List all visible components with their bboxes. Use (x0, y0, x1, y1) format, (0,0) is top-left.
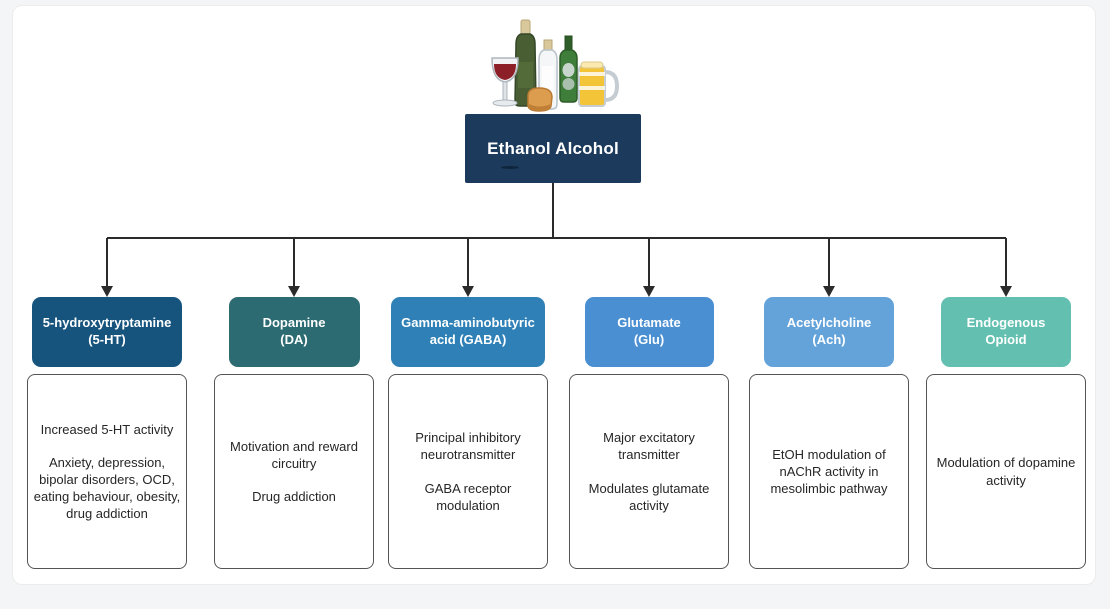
branch-header-acetylcholine: Acetylcholine (Ach) (764, 297, 894, 367)
branch-text: Major excitatory transmitter (603, 430, 695, 463)
beer-mug-icon (578, 61, 620, 107)
alcohol-bottles-illustration (491, 19, 620, 112)
branch-header-gaba: Gamma-aminobutyric acid (GABA) (391, 297, 545, 367)
branch-text: Increased 5-HT activity (40, 421, 174, 437)
branch-text: Principal inhibitory neurotransmitter (415, 430, 521, 463)
arrowhead-icon (288, 286, 300, 297)
branch-body-dopamine: Motivation and reward circuitry Drug add… (214, 374, 374, 569)
branch-column-endogenous-opioid: Endogenous Opioid Modulation of dopamine… (926, 297, 1086, 569)
branch-body-5ht: Increased 5-HT activity Anxiety, depress… (27, 374, 187, 569)
arrowhead-icon (823, 286, 835, 297)
branch-column-glutamate: Glutamate (Glu) Major excitatory transmi… (569, 297, 729, 569)
branch-header-dopamine: Dopamine (DA) (228, 297, 360, 367)
diagram-panel: Ethanol Alcohol 5-hydroxytryptamine (5-H… (12, 5, 1096, 585)
bread-icon (527, 87, 553, 112)
branch-header-5ht: 5-hydroxytryptamine (5-HT) (32, 297, 182, 367)
branch-column-5ht: 5-hydroxytryptamine (5-HT) Increased 5-H… (27, 297, 187, 569)
branch-text: Anxiety, depression, bipolar disorders, … (33, 454, 181, 522)
arrowhead-icon (101, 286, 113, 297)
beer-bottle-icon (559, 35, 578, 103)
branch-header-endogenous-opioid: Endogenous Opioid (941, 297, 1071, 367)
branch-body-gaba: Principal inhibitory neurotransmitter GA… (388, 374, 548, 569)
small-mark (501, 166, 519, 169)
branch-body-glutamate: Major excitatory transmitter Modulates g… (569, 374, 729, 569)
branch-column-dopamine: Dopamine (DA) Motivation and reward circ… (214, 297, 374, 569)
root-node-ethanol-alcohol: Ethanol Alcohol (465, 114, 641, 183)
wine-glass-icon (491, 57, 519, 107)
arrowhead-icon (1000, 286, 1012, 297)
branch-body-endogenous-opioid: Modulation of dopamine activity (926, 374, 1086, 569)
branch-text: EtOH modulation of nAChR activity in mes… (770, 446, 888, 497)
branch-text: Drug addiction (252, 489, 336, 505)
branch-header-glutamate: Glutamate (Glu) (584, 297, 714, 367)
branch-text: GABA receptor modulation (424, 480, 512, 513)
branch-text: Motivation and reward circuitry (230, 438, 358, 471)
branch-text: Modulates glutamate activity (588, 480, 710, 513)
arrowhead-icon (462, 286, 474, 297)
branch-body-acetylcholine: EtOH modulation of nAChR activity in mes… (749, 374, 909, 569)
root-node-title: Ethanol Alcohol (487, 138, 619, 158)
branch-column-gaba: Gamma-aminobutyric acid (GABA) Principal… (388, 297, 548, 569)
branch-text: Modulation of dopamine activity (936, 455, 1076, 488)
arrowhead-icon (643, 286, 655, 297)
branch-column-acetylcholine: Acetylcholine (Ach) EtOH modulation of n… (749, 297, 909, 569)
